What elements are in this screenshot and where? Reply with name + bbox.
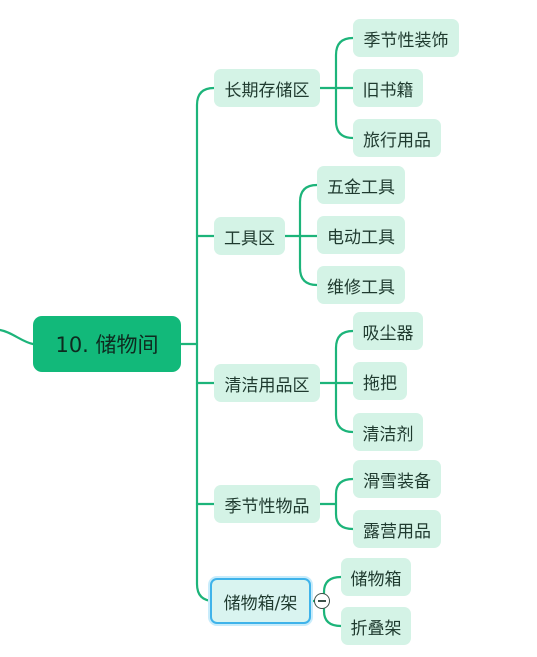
branch-node-storage-boxes-shelves[interactable]: 储物箱/架 [210, 578, 311, 624]
leaf-label: 折叠架 [350, 618, 402, 639]
leaf-label: 五金工具 [327, 177, 395, 198]
root-node[interactable]: 10. 储物间 [33, 316, 181, 372]
branch-node-seasonal-items[interactable]: 季节性物品 [214, 485, 320, 523]
leaf-label: 露营用品 [363, 521, 431, 542]
leaf-label: 储物箱 [350, 569, 402, 590]
leaf-label: 季节性装饰 [363, 30, 449, 51]
leaf-node-detergent[interactable]: 清洁剂 [353, 413, 423, 451]
leaf-label: 拖把 [363, 373, 397, 394]
leaf-node-old-books[interactable]: 旧书籍 [353, 69, 423, 107]
root-label: 10. 储物间 [55, 333, 159, 357]
leaf-label: 吸尘器 [362, 323, 414, 344]
leaf-node-folding-shelf[interactable]: 折叠架 [341, 607, 411, 645]
collapse-icon[interactable] [314, 593, 330, 609]
leaf-label: 维修工具 [327, 277, 395, 298]
leaf-label: 旅行用品 [363, 130, 431, 151]
leaf-node-ski-equipment[interactable]: 滑雪装备 [353, 460, 441, 498]
leaf-label: 滑雪装备 [363, 471, 431, 492]
leaf-node-seasonal-decorations[interactable]: 季节性装饰 [353, 19, 459, 57]
leaf-node-travel-supplies[interactable]: 旅行用品 [353, 119, 441, 157]
branch-label: 季节性物品 [224, 496, 310, 517]
leaf-node-power-tools[interactable]: 电动工具 [317, 216, 405, 254]
leaf-node-storage-box[interactable]: 储物箱 [341, 558, 411, 596]
branch-node-cleaning-supplies[interactable]: 清洁用品区 [214, 364, 320, 402]
branch-node-long-term-storage[interactable]: 长期存储区 [214, 69, 320, 107]
leaf-node-repair-tools[interactable]: 维修工具 [317, 266, 405, 304]
branch-label: 工具区 [224, 228, 275, 249]
branch-label: 储物箱/架 [223, 593, 298, 614]
leaf-node-camping-gear[interactable]: 露营用品 [353, 510, 441, 548]
leaf-label: 电动工具 [327, 227, 395, 248]
branch-node-tool-area[interactable]: 工具区 [214, 217, 285, 255]
branch-label: 清洁用品区 [224, 375, 310, 396]
leaf-label: 旧书籍 [362, 80, 414, 101]
leaf-node-mop[interactable]: 拖把 [353, 362, 407, 400]
branch-label: 长期存储区 [224, 80, 310, 101]
leaf-label: 清洁剂 [362, 424, 414, 445]
leaf-node-vacuum-cleaner[interactable]: 吸尘器 [353, 312, 423, 350]
leaf-node-hardware-tools[interactable]: 五金工具 [317, 166, 405, 204]
